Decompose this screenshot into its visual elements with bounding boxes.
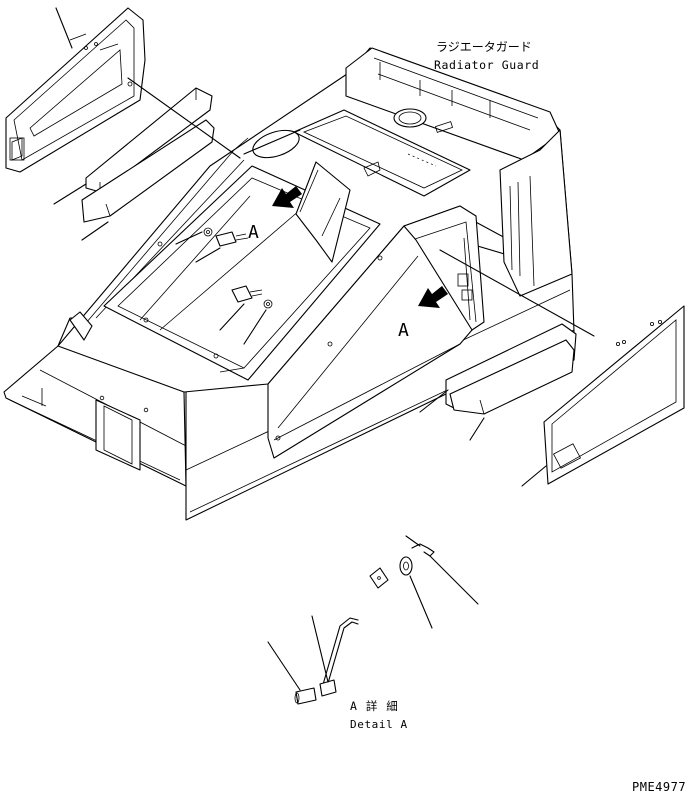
drawing-code: PME4977 [632, 780, 686, 794]
right-insulation-pad-lower [449, 339, 575, 441]
arrow-view-a-left [272, 186, 302, 208]
leader-line [243, 129, 301, 155]
view-a-label-right: A [398, 320, 409, 341]
bolt-lower [219, 285, 273, 345]
left-side-panel [5, 7, 146, 173]
leader-line [405, 535, 421, 547]
leader-line [521, 465, 547, 487]
leader-line [419, 389, 449, 413]
bolt-upper [175, 227, 249, 263]
detail-a-pin [267, 641, 317, 705]
leader-line [81, 221, 109, 241]
leader-line [311, 615, 329, 683]
insulation-pad-lower [81, 119, 215, 241]
detail-a-label-jp: A 詳 細 [350, 699, 399, 713]
radiator-guard-label-en: Radiator Guard [434, 58, 539, 72]
leader-line [175, 231, 203, 245]
leader-line [127, 77, 241, 159]
radiator-guard-label-jp: ラジエータガード [436, 40, 532, 54]
detail-a-plate [369, 567, 389, 589]
leader-line [409, 575, 433, 629]
leader-line [195, 247, 221, 263]
detail-a-clip [405, 535, 479, 605]
leader-line [219, 303, 245, 331]
leader-line [429, 555, 479, 605]
leader-line [267, 641, 301, 691]
main-hood-body [3, 47, 575, 521]
view-a-label-left: A [248, 222, 259, 243]
detail-a-label-en: Detail A [350, 718, 408, 731]
leader-line [55, 7, 73, 49]
right-side-panel [521, 305, 685, 487]
detail-a-rod [311, 615, 359, 697]
leader-line [469, 417, 485, 441]
leader-line [53, 183, 87, 205]
arrow-view-a-right [418, 286, 448, 308]
leader-line [439, 249, 595, 337]
leader-line [243, 309, 267, 345]
detail-a-washer [399, 556, 433, 629]
